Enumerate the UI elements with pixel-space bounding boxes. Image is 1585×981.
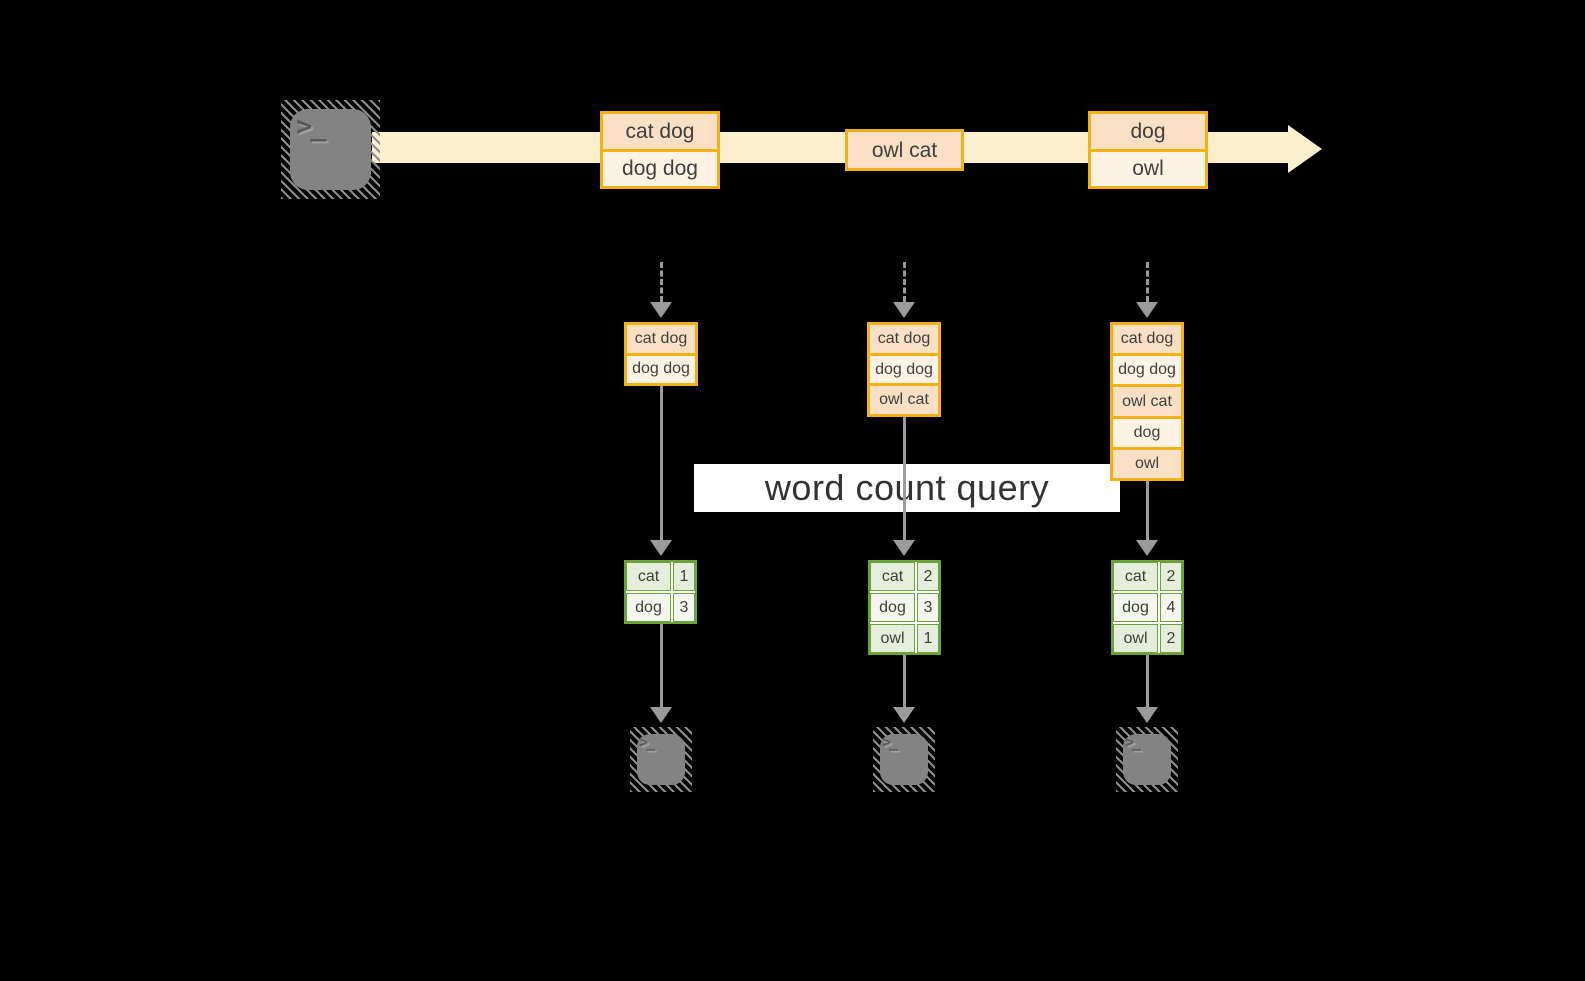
query-label-band: [694, 464, 1120, 512]
sink-arrow-2: [893, 655, 915, 723]
result-cell-word: dog: [870, 593, 916, 622]
state-row: cat dog: [870, 325, 938, 353]
terminal-prompt: >_: [296, 111, 326, 142]
stream-timeline-arrowhead-icon: [1288, 125, 1322, 173]
arrow-line: [902, 655, 906, 707]
terminal-screen: [880, 734, 928, 785]
result-table-2: cat 2 dog 3 owl 1: [868, 560, 941, 655]
state-row: dog: [1113, 418, 1181, 447]
arrow-line: [902, 262, 906, 302]
event-row: dog dog: [603, 151, 717, 186]
terminal-prompt: >_: [1125, 733, 1141, 751]
result-cell-word: owl: [870, 624, 916, 653]
sink-arrow-3: [1136, 655, 1158, 723]
state-box-3: cat dog dog dog owl cat dog owl: [1110, 322, 1184, 481]
result-cell-count: 1: [673, 562, 695, 591]
arrow-line: [1145, 655, 1149, 707]
result-cell-count: 2: [1160, 562, 1182, 591]
arrow-line: [902, 417, 906, 540]
result-table-3: cat 2 dog 4 owl 2: [1111, 560, 1184, 655]
arrowhead-icon: [1136, 540, 1158, 556]
arrow-line: [1145, 262, 1149, 302]
result-cell-count: 2: [1160, 624, 1182, 653]
event-row: cat dog: [603, 114, 717, 149]
query-arrow-3: [1136, 481, 1158, 556]
state-row: cat dog: [627, 325, 695, 353]
arrow-line: [659, 262, 663, 302]
state-row: cat dog: [1113, 325, 1181, 354]
query-arrow-1: [650, 386, 672, 556]
terminal-prompt: >_: [882, 733, 898, 751]
result-table-1: cat 1 dog 3: [624, 560, 697, 624]
terminal-screen: [637, 734, 685, 785]
terminal-prompt: >_: [639, 733, 655, 751]
arrowhead-icon: [893, 302, 915, 318]
result-cell-count: 3: [917, 593, 939, 622]
state-row: dog dog: [627, 355, 695, 383]
state-box-1: cat dog dog dog: [624, 322, 698, 386]
state-row: owl cat: [870, 386, 938, 415]
event-row: owl cat: [848, 132, 961, 168]
arrowhead-icon: [650, 302, 672, 318]
arrowhead-icon: [893, 540, 915, 556]
state-row: owl: [1113, 449, 1181, 479]
terminal-screen: [1123, 734, 1171, 785]
state-row: owl cat: [1113, 387, 1181, 416]
stream-event-box-2: owl cat: [845, 129, 964, 171]
result-cell-count: 4: [1160, 593, 1182, 622]
state-box-2: cat dog dog dog owl cat: [867, 322, 941, 417]
arrowhead-icon: [1136, 707, 1158, 723]
terminal-screen: [290, 109, 371, 190]
query-label: word count query: [764, 467, 1050, 508]
result-cell-word: cat: [870, 562, 916, 591]
stream-event-box-3: dog owl: [1088, 111, 1208, 189]
arrow-line: [659, 624, 663, 707]
sink-arrow-1: [650, 624, 672, 723]
result-cell-word: dog: [626, 593, 672, 622]
event-row: dog: [1091, 114, 1205, 149]
query-arrow-2: [893, 417, 915, 556]
arrowhead-icon: [1136, 302, 1158, 318]
sink-terminal-icon-2: >_: [873, 727, 935, 792]
result-cell-word: dog: [1113, 593, 1159, 622]
arrow-line: [1145, 481, 1149, 540]
arrowhead-icon: [650, 707, 672, 723]
dashed-arrow-3: [1136, 262, 1158, 318]
event-row: owl: [1091, 151, 1205, 186]
result-cell-count: 1: [917, 624, 939, 653]
result-cell-word: owl: [1113, 624, 1159, 653]
result-cell-count: 2: [917, 562, 939, 591]
state-row: dog dog: [870, 355, 938, 384]
dashed-arrow-2: [893, 262, 915, 318]
result-cell-count: 3: [673, 593, 695, 622]
arrowhead-icon: [650, 540, 672, 556]
result-cell-word: cat: [626, 562, 672, 591]
result-cell-word: cat: [1113, 562, 1159, 591]
state-row: dog dog: [1113, 356, 1181, 385]
dashed-arrow-1: [650, 262, 672, 318]
stream-event-box-1: cat dog dog dog: [600, 111, 720, 189]
arrow-line: [659, 386, 663, 540]
sink-terminal-icon-3: >_: [1116, 727, 1178, 792]
source-terminal-icon: >_: [281, 100, 380, 199]
sink-terminal-icon-1: >_: [630, 727, 692, 792]
arrowhead-icon: [893, 707, 915, 723]
